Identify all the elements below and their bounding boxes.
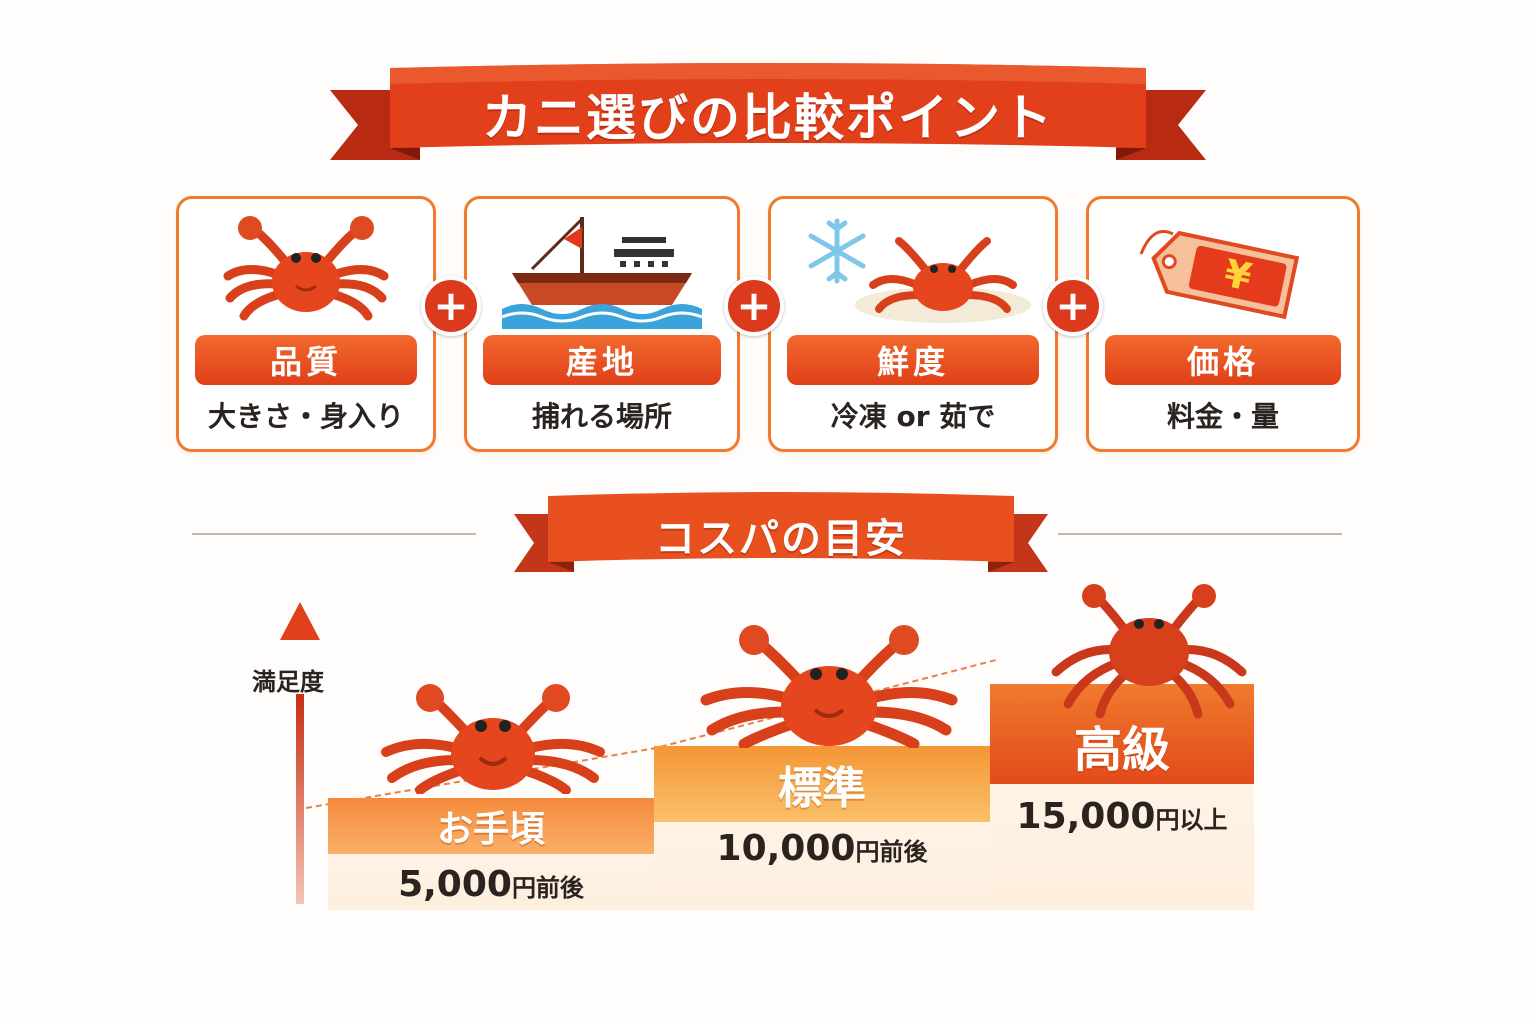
plus-icon: + bbox=[1043, 276, 1103, 336]
section-title: コスパの目安 bbox=[655, 516, 907, 562]
ribbon-shape bbox=[330, 63, 1206, 160]
snowflake-icon bbox=[808, 218, 866, 284]
card-label: 価格 bbox=[1105, 335, 1341, 385]
plus-icon: + bbox=[421, 276, 481, 336]
card-label: 産地 bbox=[483, 335, 721, 385]
ribbon-shape bbox=[514, 492, 1048, 572]
card-label: 鮮度 bbox=[787, 335, 1039, 385]
satisfaction-axis-arrow bbox=[280, 602, 320, 904]
tier-price: 15,000円以上 bbox=[990, 796, 1254, 837]
tier-price-value: 10,000 bbox=[716, 828, 856, 869]
crab-icon bbox=[381, 684, 605, 794]
divider-line bbox=[192, 533, 476, 535]
tier-price-unit: 円前後 bbox=[511, 874, 584, 902]
tier-price-unit: 円前後 bbox=[855, 838, 928, 866]
tier-name: 標準 bbox=[654, 746, 990, 822]
tier-price-value: 5,000 bbox=[398, 864, 512, 905]
plus-icon: + bbox=[724, 276, 784, 336]
crab-icon bbox=[700, 625, 958, 748]
card-freshness: 鮮度 冷凍 or 茹で bbox=[768, 196, 1058, 452]
tier-budget: お手頃 5,000円前後 bbox=[328, 798, 654, 910]
card-description: 冷凍 or 茹で bbox=[830, 400, 996, 433]
card-description: 大きさ・身入り bbox=[207, 400, 404, 433]
tier-price: 10,000円前後 bbox=[654, 828, 990, 869]
tier-price-value: 15,000 bbox=[1016, 796, 1156, 837]
king-crab-icon bbox=[1051, 584, 1247, 719]
crab-icon bbox=[179, 205, 433, 333]
divider-line bbox=[1058, 533, 1342, 535]
card-price: ¥ 価格 料金・量 bbox=[1086, 196, 1360, 452]
card-label: 品質 bbox=[195, 335, 417, 385]
card-description: 捕れる場所 bbox=[531, 400, 672, 433]
title-ribbon: カニ選びの比較ポイント bbox=[330, 62, 1206, 170]
section-ribbon: コスパの目安 bbox=[514, 492, 1048, 578]
tier-name: お手頃 bbox=[328, 798, 654, 854]
card-origin: 産地 捕れる場所 bbox=[464, 196, 740, 452]
tier-premium: 高級 15,000円以上 bbox=[990, 684, 1254, 910]
page-title: カニ選びの比較ポイント bbox=[482, 89, 1054, 147]
tier-price-unit: 円以上 bbox=[1155, 806, 1228, 834]
card-quality: 品質 大きさ・身入り bbox=[176, 196, 436, 452]
frozen-crab-icon bbox=[771, 205, 1055, 333]
tier-price: 5,000円前後 bbox=[328, 864, 654, 905]
card-description: 料金・量 bbox=[1166, 400, 1279, 433]
yen-price-tag-icon: ¥ bbox=[1089, 205, 1357, 333]
fishing-boat-icon bbox=[467, 205, 737, 333]
y-axis-label: 満足度 bbox=[252, 668, 324, 696]
tier-standard: 標準 10,000円前後 bbox=[654, 746, 990, 910]
tier-name: 高級 bbox=[990, 684, 1254, 784]
